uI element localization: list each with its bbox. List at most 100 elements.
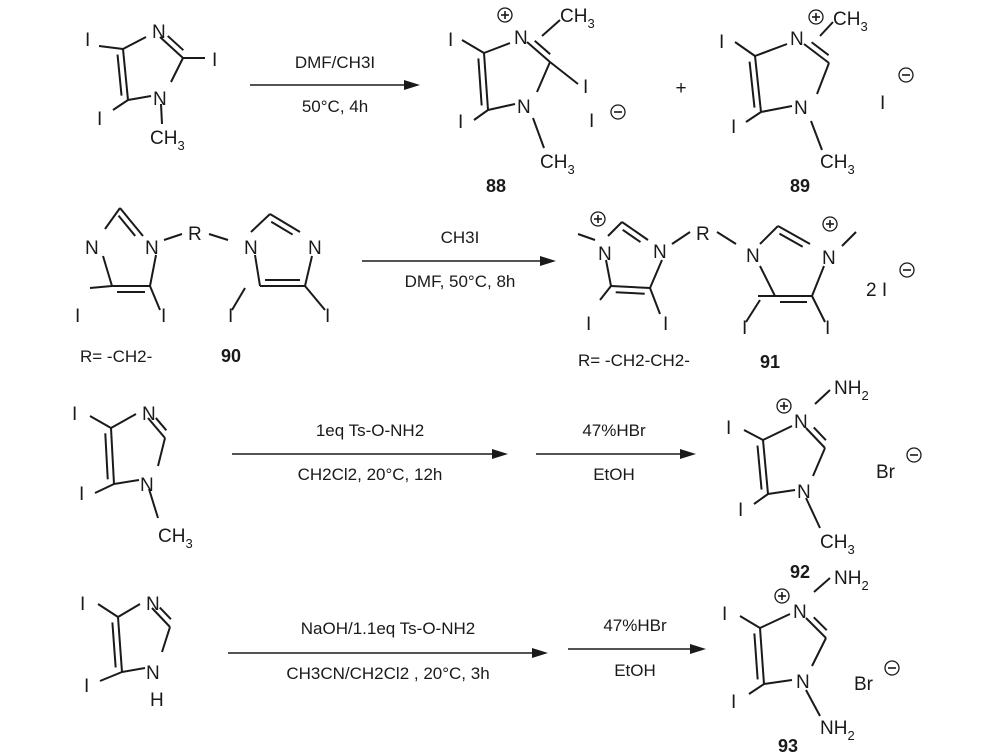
double-bond-line (110, 427, 115, 485)
atom-i: I (726, 418, 731, 439)
iodine-bond (739, 615, 761, 629)
double-bond-line (805, 617, 827, 639)
bond-line (127, 95, 152, 101)
bond-line (122, 36, 147, 50)
iodine-bond (99, 671, 123, 682)
iodine-bond (649, 287, 661, 315)
double-bond-inner-line (104, 433, 109, 480)
iodine-bond (231, 287, 246, 311)
nh2-bond (805, 689, 821, 717)
arrow-head (680, 449, 696, 459)
atom-n: N (653, 242, 667, 263)
methyl-label: CH3 (833, 9, 868, 34)
atom-i: I (161, 306, 166, 327)
double-bond-inner-line (116, 54, 123, 96)
atom-h: H (150, 690, 164, 711)
bond-line (759, 613, 791, 629)
atom-n: N (152, 22, 166, 43)
double-bond-inner-line (748, 61, 756, 108)
conditions-4a-top: NaOH/1.1eq Ts-O-NH2 (301, 619, 475, 638)
iodine-bond (94, 483, 115, 494)
atom-i: I (84, 676, 89, 697)
bromide-counter-ion: Br (854, 674, 874, 695)
double-bond-inner-line (111, 622, 117, 668)
r-bond (163, 233, 183, 241)
bond-line (760, 105, 793, 113)
arrow-head (690, 644, 706, 654)
compound-number-93: 93 (778, 736, 798, 756)
double-bond-inner-line (813, 426, 827, 441)
iodine-bond (304, 285, 326, 311)
compound-number-90: 90 (221, 346, 241, 366)
iodide-counter-ion: I (880, 93, 885, 114)
double-bond-inner-line (167, 35, 185, 51)
atom-n: N (797, 482, 811, 503)
double-bond-line (269, 213, 301, 233)
atom-n: N (308, 238, 322, 259)
conditions-4b-top: 47%HBr (603, 616, 667, 635)
r-bond (208, 233, 229, 241)
iodine-bond (89, 285, 113, 289)
bond-line (811, 265, 825, 297)
iodine-bond (461, 39, 485, 54)
atom-i: I (72, 404, 77, 425)
atom-i: I (731, 117, 736, 138)
double-bond-line (159, 36, 184, 59)
conditions-4a-bottom: CH3CN/CH2Cl2 , 20°C, 3h (286, 664, 489, 683)
bond-line (811, 637, 827, 667)
bond-line (157, 437, 166, 467)
atom-i: I (228, 306, 233, 327)
methyl-bond (160, 103, 163, 125)
double-bond-line (759, 627, 765, 685)
bond-line (754, 43, 788, 57)
ring-bond (102, 255, 113, 287)
bond-line (250, 213, 271, 233)
bond-line (759, 225, 779, 245)
methyl-label: CH3 (150, 128, 185, 153)
double-bond-line (119, 207, 144, 237)
methyl-bond (841, 231, 857, 247)
atom-i: I (738, 500, 743, 521)
double-bond-inner-line (477, 58, 483, 106)
atom-n: N (244, 238, 258, 259)
iodine-bond (734, 41, 756, 57)
atom-i: I (75, 306, 80, 327)
iodine-bond (473, 109, 489, 121)
iodine-bond (97, 603, 119, 618)
conditions-3b-bottom: EtOH (593, 465, 635, 484)
r-group-label-90: R= -CH2- (80, 347, 152, 366)
compound-number-91: 91 (760, 352, 780, 372)
bromide-counter-ion: Br (876, 462, 896, 483)
atom-i: I (458, 112, 463, 133)
atom-i: I (97, 109, 102, 130)
double-bond-inner-line (778, 232, 804, 248)
bond-line (170, 57, 184, 83)
double-bond-line (151, 607, 171, 628)
double-bond-inner-line (117, 215, 136, 237)
atom-n: N (146, 663, 160, 684)
iodine-bond (98, 45, 124, 50)
iodine-bond (599, 285, 612, 301)
atom-i: I (742, 318, 747, 339)
atom-n: N (794, 98, 808, 119)
double-bond-line (754, 55, 762, 113)
methyl-label: CH3 (820, 152, 855, 177)
double-bond-line (777, 225, 811, 245)
atom-i: I (586, 314, 591, 335)
bond-line (483, 42, 511, 54)
atom-n: N (85, 238, 99, 259)
methyl-bond (819, 21, 834, 37)
double-bond-line (803, 43, 830, 64)
conditions-3a-bottom: CH2Cl2, 20°C, 12h (298, 465, 443, 484)
iodine-bond (745, 299, 761, 323)
nh2-label: NH2 (834, 568, 869, 593)
ring-bond (304, 255, 313, 287)
methyl-bond (805, 497, 821, 529)
iodine-bond (89, 415, 112, 429)
compound-number-89: 89 (790, 176, 810, 196)
methyl-label: CH3 (820, 532, 855, 557)
double-bond-inner-line (615, 291, 645, 295)
arrow-head (540, 256, 556, 266)
double-bond-inner-line (622, 228, 642, 243)
methyl-label: CH3 (158, 526, 193, 551)
